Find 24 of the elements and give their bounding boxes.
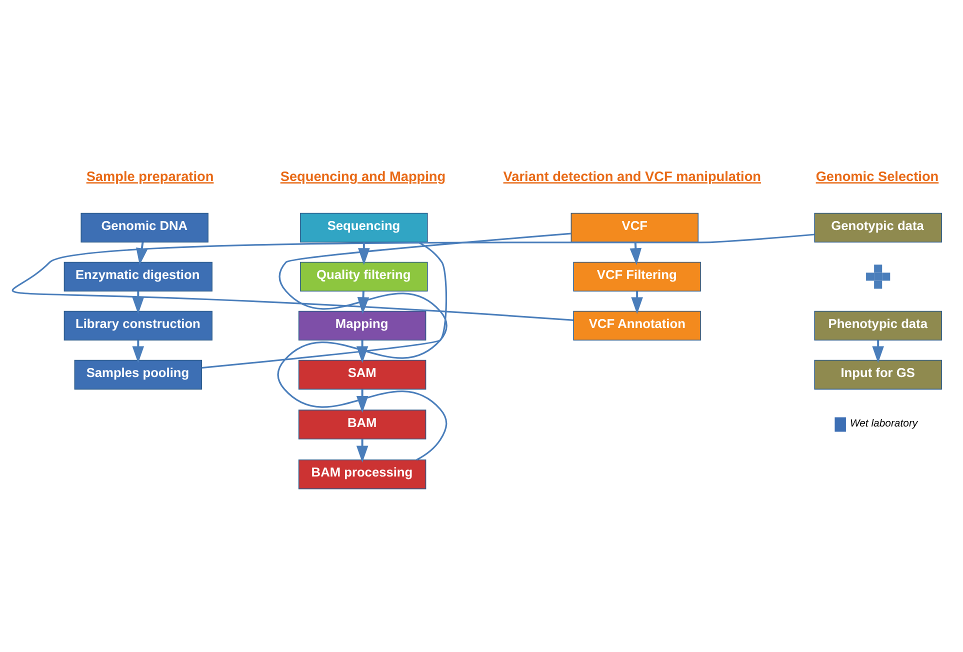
node-box: Sequencing — [300, 212, 428, 242]
node-box: BAM — [298, 409, 426, 439]
node-box: Enzymatic digestion — [63, 261, 212, 292]
node-box: SAM — [298, 359, 426, 390]
node-box: Genomic DNA — [80, 212, 208, 242]
label: Sample preparation — [86, 168, 214, 184]
label: Sequencing and Mapping — [280, 168, 446, 184]
arrow — [356, 438, 368, 462]
node-box: Samples pooling — [74, 359, 202, 390]
node-box: VCF Annotation — [572, 310, 700, 340]
legend-label: Wet laboratory — [849, 418, 918, 429]
node-box: Genotypic data — [814, 212, 942, 242]
connector — [13, 233, 814, 320]
node-box: Input for GS — [814, 359, 942, 390]
label: Variant detection and VCF manipulation — [502, 168, 760, 184]
label: Genomic Selection — [815, 168, 938, 184]
node-box: Phenotypic data — [814, 310, 942, 340]
node-box: VCF — [570, 212, 698, 242]
connector — [276, 232, 571, 460]
node-box: BAM processing — [298, 458, 426, 489]
node-box: Library construction — [63, 310, 212, 340]
node-box: Quality filtering — [300, 261, 428, 292]
node-box: Mapping — [298, 310, 426, 340]
node-box: VCF Filtering — [572, 261, 700, 292]
